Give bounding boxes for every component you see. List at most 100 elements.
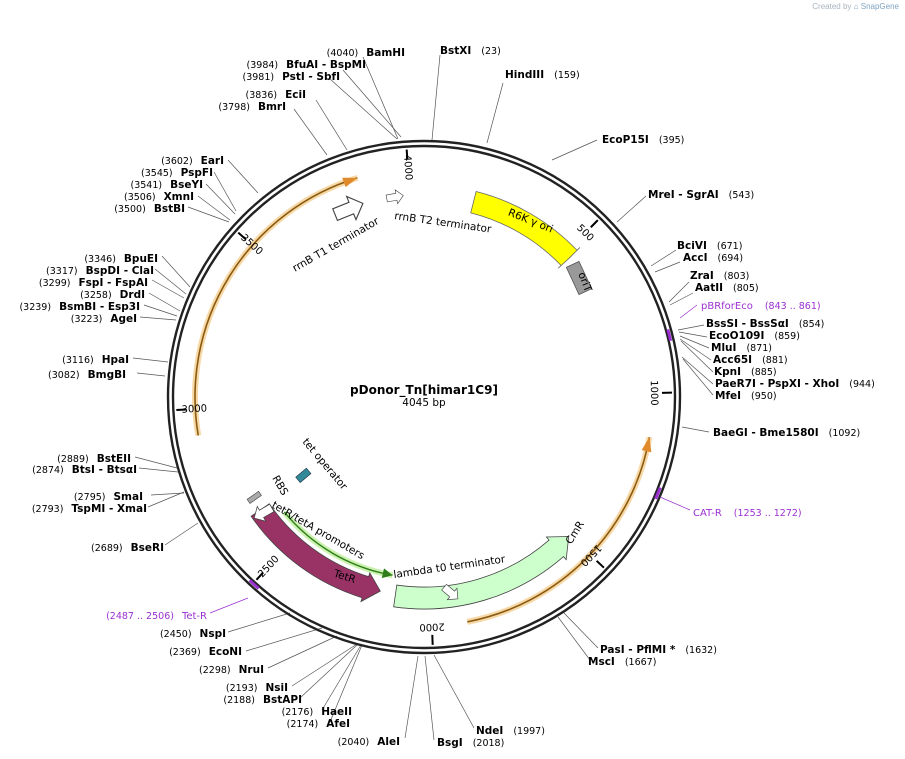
enzyme-name: PstI - SbfI: [282, 71, 340, 83]
enzyme-position: (2793): [32, 504, 64, 515]
lambda-t0-terminator: [441, 583, 459, 601]
enzyme-site-bsteii: (2889) BstEII: [57, 453, 131, 465]
enzyme-name: MfeI: [715, 390, 741, 402]
enzyme-name: NsiI: [265, 682, 288, 694]
enzyme-position: (2874): [32, 465, 64, 476]
enzyme-site-psti-sbfi: (3981)PstI - SbfI: [242, 71, 340, 83]
enzyme-site-mlui: MluI(871): [711, 342, 772, 354]
enzyme-site-kpni: KpnI (885): [714, 366, 777, 378]
enzyme-name: BspDI - ClaI: [86, 265, 154, 277]
enzyme-position: (2193): [226, 683, 258, 694]
enzyme-site-bpuei: (3346) BpuEI: [84, 253, 158, 265]
enzyme-name: EcoO109I: [709, 330, 764, 342]
tet-operator-label: tet operator: [300, 436, 350, 493]
enzyme-position: (3545): [141, 168, 173, 179]
primer-mark: [248, 579, 260, 590]
enzyme-name: EcoP15I: [602, 134, 649, 146]
enzyme-position: (671): [717, 241, 743, 252]
enzyme-position: (23): [481, 46, 501, 57]
tick-label: 2000: [419, 620, 445, 632]
primer-leader: [209, 597, 249, 614]
enzyme-position: (881): [762, 355, 788, 366]
enzyme-name: BmrI: [258, 101, 286, 113]
enzyme-name: HpaI: [102, 354, 129, 366]
enzyme-site-ecop15i: EcoP15I (395): [602, 134, 684, 146]
enzyme-site-alei: (2040)AleI: [338, 736, 400, 748]
enzyme-site-bsgi: BsgI(2018): [437, 737, 504, 749]
enzyme-site-pasi-pflmi: PasI - PflMI *(1632): [600, 644, 717, 656]
enzyme-position: (3299): [39, 278, 71, 289]
enzyme-name: KpnI: [714, 366, 741, 378]
enzyme-position: (3116): [62, 355, 94, 366]
enzyme-name: PspFI: [181, 167, 213, 179]
enzyme-name: PaeR7I - PspXI - XhoI: [715, 378, 839, 390]
primer-label-pbrforeco: pBRforEco(843 .. 861): [701, 301, 821, 312]
rrnb-t2-terminator: [385, 189, 404, 205]
enzyme-site-mrei-sgrai: MreI - SgrAI (543): [648, 189, 754, 201]
label-leaders: [132, 54, 714, 741]
enzyme-site-acci: AccI(694): [683, 252, 743, 264]
enzyme-position: (3223): [71, 314, 103, 325]
enzyme-position: (2369): [169, 647, 201, 658]
enzyme-name: MscI: [588, 656, 615, 668]
tick-label: 3000: [181, 403, 207, 415]
enzyme-name: BstEII: [97, 453, 131, 465]
enzyme-site-bspdi-clai: (3317) BspDI - ClaI: [46, 265, 154, 277]
enzyme-site-bcivi: BciVI(671): [677, 240, 742, 252]
enzyme-name: BstAPI: [263, 694, 302, 706]
enzyme-name: EciI: [285, 89, 306, 101]
enzyme-site-btsi-bts-i: (2874) BtsI - BtsαI: [32, 464, 137, 476]
enzyme-name: HindIII: [505, 69, 544, 81]
tick-label: 2500: [256, 554, 281, 580]
enzyme-site-mfei: MfeI(950): [715, 390, 777, 402]
tet-operator-feature: [295, 467, 312, 483]
enzyme-name: Acc65I: [713, 354, 752, 366]
enzyme-position: (2795): [74, 492, 106, 503]
enzyme-position: (543): [729, 190, 755, 201]
enzyme-site-econi: (2369) EcoNI: [169, 646, 242, 658]
enzyme-position: (2176): [282, 707, 314, 718]
enzyme-site-bstapi: (2188) BstAPI: [223, 694, 302, 706]
enzyme-name: BpuEI: [124, 253, 158, 265]
enzyme-name: BtsI - BtsαI: [72, 464, 137, 476]
enzyme-name: DrdI: [120, 289, 145, 301]
primer-leader: [659, 496, 691, 511]
tick-mark: [590, 219, 599, 228]
enzyme-site-drdi: (3258)DrdI: [80, 289, 145, 301]
cat-orf-arc: [466, 436, 653, 625]
enzyme-position: (2188): [223, 695, 255, 706]
enzyme-name: AleI: [377, 736, 400, 748]
enzyme-name: ZraI: [690, 270, 714, 282]
enzyme-name: EcoNI: [209, 646, 242, 658]
enzyme-site-bstbi: (3500)BstBI: [114, 203, 185, 215]
enzyme-site-msci: MscI(1667): [588, 656, 656, 668]
enzyme-position: (871): [746, 343, 772, 354]
enzyme-name: BseRI: [131, 542, 164, 554]
enzyme-name: AfeI: [326, 718, 350, 730]
enzyme-name: EarI: [201, 155, 224, 167]
primer-mark: [654, 487, 662, 500]
enzyme-position: (395): [659, 135, 685, 146]
enzyme-name: XmnI: [164, 191, 194, 203]
snapgene-credit: Created by ⌂ SnapGene: [812, 2, 899, 11]
enzyme-position: (1632): [685, 645, 717, 656]
enzyme-name: BseYI: [170, 179, 203, 191]
rbs-feature: [246, 490, 262, 504]
enzyme-site-bstxi: BstXI(23): [440, 45, 501, 57]
enzyme-position: (3346): [84, 254, 116, 265]
primer-leader: [679, 304, 698, 319]
enzyme-position: (2174): [287, 719, 319, 730]
enzyme-position: (3836): [246, 90, 278, 101]
enzyme-position: (803): [724, 271, 750, 282]
enzyme-name: MreI - SgrAI: [648, 189, 719, 201]
enzyme-position: (3798): [218, 102, 250, 113]
enzyme-site-fspi-fspai: (3299)FspI - FspAI: [39, 277, 148, 289]
enzyme-position: (3317): [46, 266, 78, 277]
enzyme-position: (2889): [57, 454, 89, 465]
enzyme-position: (1997): [513, 726, 545, 737]
enzyme-site-bseyi: (3541)BseYI: [131, 179, 203, 191]
enzyme-site-zrai: ZraI (803): [690, 270, 749, 282]
enzyme-position: (885): [751, 367, 777, 378]
enzyme-site-smai: (2795)SmaI: [74, 491, 143, 503]
